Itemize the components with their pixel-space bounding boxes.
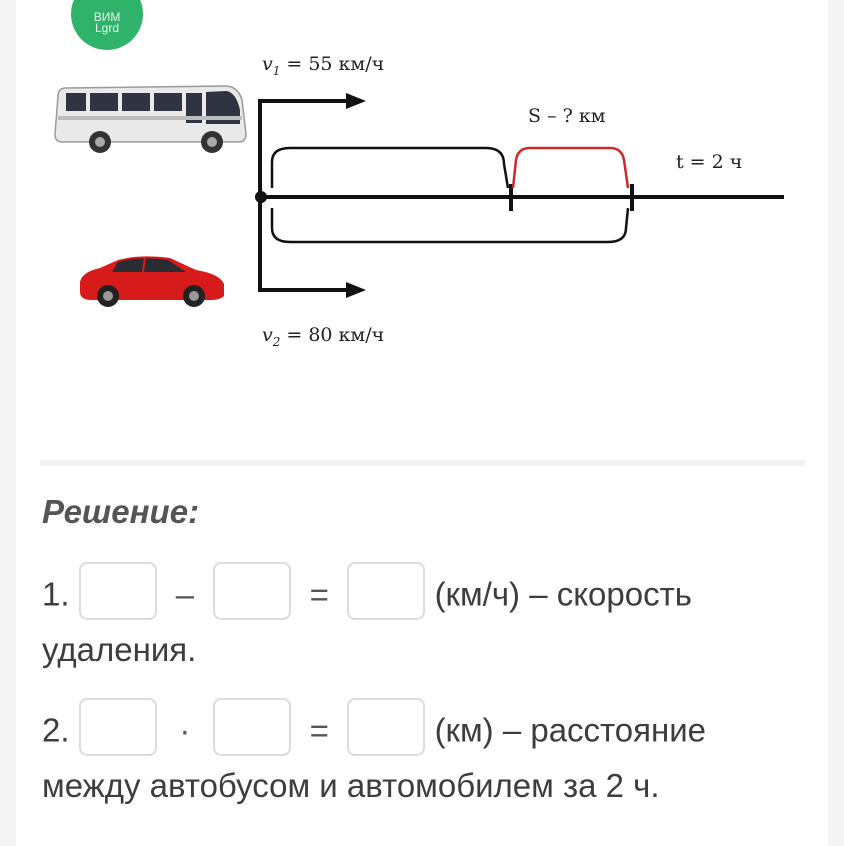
logo-line1: ВИМ [93,10,121,24]
arrow-right-icon [346,282,366,298]
step-number: 1. [42,575,70,613]
equals-sign: = [309,575,329,613]
arrow-right-icon [346,93,366,109]
answer-box[interactable] [347,562,426,620]
bus-image [54,85,247,153]
v2-label: v2= 80 км/ч [262,324,384,349]
distance-s-brace [511,146,630,189]
answer-box[interactable] [78,562,157,620]
car-image [80,256,224,307]
step-number: 2. [42,711,70,749]
answer-box[interactable] [347,698,426,756]
solution-step-2: 2. · = (км) – расстояние между автобусом… [42,698,812,810]
step-text: (км/ч) – скорость удаления. [42,575,692,668]
multiply-sign: · [179,711,191,749]
divider [40,460,805,466]
bus-distance-brace [270,146,510,189]
minus-sign: – [175,575,195,613]
answer-box[interactable] [213,562,292,620]
step-text: (км) – расстояние между автобусом и авто… [42,711,707,804]
answer-box[interactable] [78,698,157,756]
logo-line2: Lgrd [94,21,120,35]
equals-sign: = [309,711,329,749]
car-distance-brace [270,207,630,244]
s-label: S – ? км [528,105,606,127]
t-label: t = 2 ч [676,151,742,173]
diagram-lines [255,93,784,298]
v1-label: v1= 55 км/ч [262,53,384,78]
motion-diagram: v1= 55 км/ч S – ? км t = 2 ч v2= 80 км/ч [54,53,784,349]
solution-step-1: 1. – = (км/ч) – скорость удаления. [42,562,812,674]
solution-title: Решение: [42,493,200,530]
answer-box[interactable] [213,698,292,756]
